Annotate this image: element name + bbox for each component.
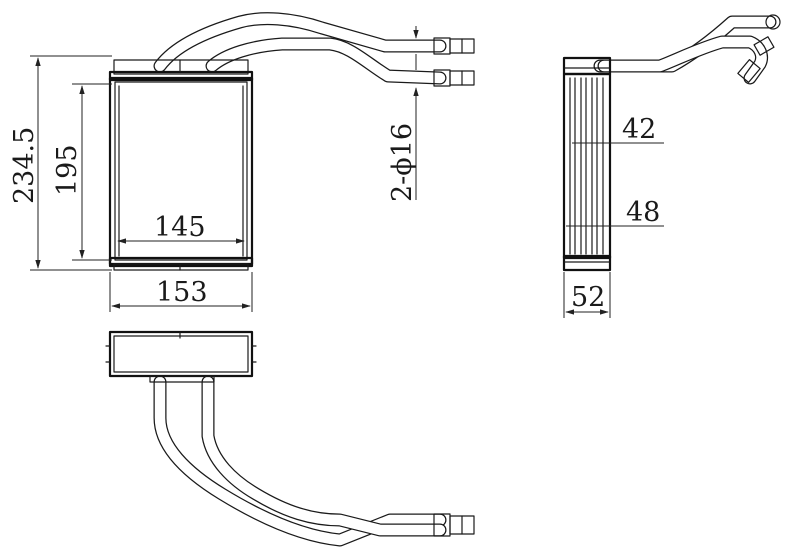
dimension-label-42: 42 bbox=[622, 114, 656, 145]
dimension-label-145: 145 bbox=[154, 212, 206, 243]
dimension-label-48: 48 bbox=[626, 197, 660, 228]
dimension-overall-height: 234.5 bbox=[9, 55, 112, 271]
dimension-pipe-spec: 2-ϕ16 bbox=[387, 26, 419, 202]
pipe-end-fitting bbox=[737, 14, 781, 83]
dimension-outer-depth: 48 bbox=[566, 197, 664, 228]
top-view-pipes bbox=[153, 375, 475, 547]
pipe-end-fitting bbox=[433, 69, 475, 87]
dimension-total-depth: 52 bbox=[563, 272, 611, 318]
side-bottom-tank bbox=[562, 254, 612, 272]
dimension-label-52: 52 bbox=[571, 282, 605, 313]
pipe-end-fitting bbox=[433, 37, 475, 55]
dimension-label-234-5: 234.5 bbox=[9, 127, 40, 204]
dimension-label-pipe-spec: 2-ϕ16 bbox=[387, 123, 418, 202]
pipe-end-fitting bbox=[433, 513, 475, 537]
side-core bbox=[562, 72, 612, 260]
front-bottom-tank bbox=[108, 256, 254, 271]
top-view bbox=[105, 330, 475, 547]
side-view-pipes bbox=[593, 14, 781, 85]
dimension-label-195: 195 bbox=[52, 144, 83, 196]
front-top-tank bbox=[108, 59, 254, 82]
dimension-core-width: 145 bbox=[117, 212, 245, 244]
front-view-pipes bbox=[153, 12, 475, 87]
dimension-inner-depth: 42 bbox=[572, 114, 664, 145]
dimension-overall-width: 153 bbox=[109, 272, 253, 312]
front-view: 234.5 195 145 153 2-ϕ16 bbox=[9, 12, 475, 312]
side-view: 42 48 52 bbox=[562, 14, 781, 318]
dimension-core-height: 195 bbox=[52, 83, 112, 261]
dimension-label-153: 153 bbox=[156, 277, 208, 308]
top-tank-plan bbox=[105, 330, 257, 383]
